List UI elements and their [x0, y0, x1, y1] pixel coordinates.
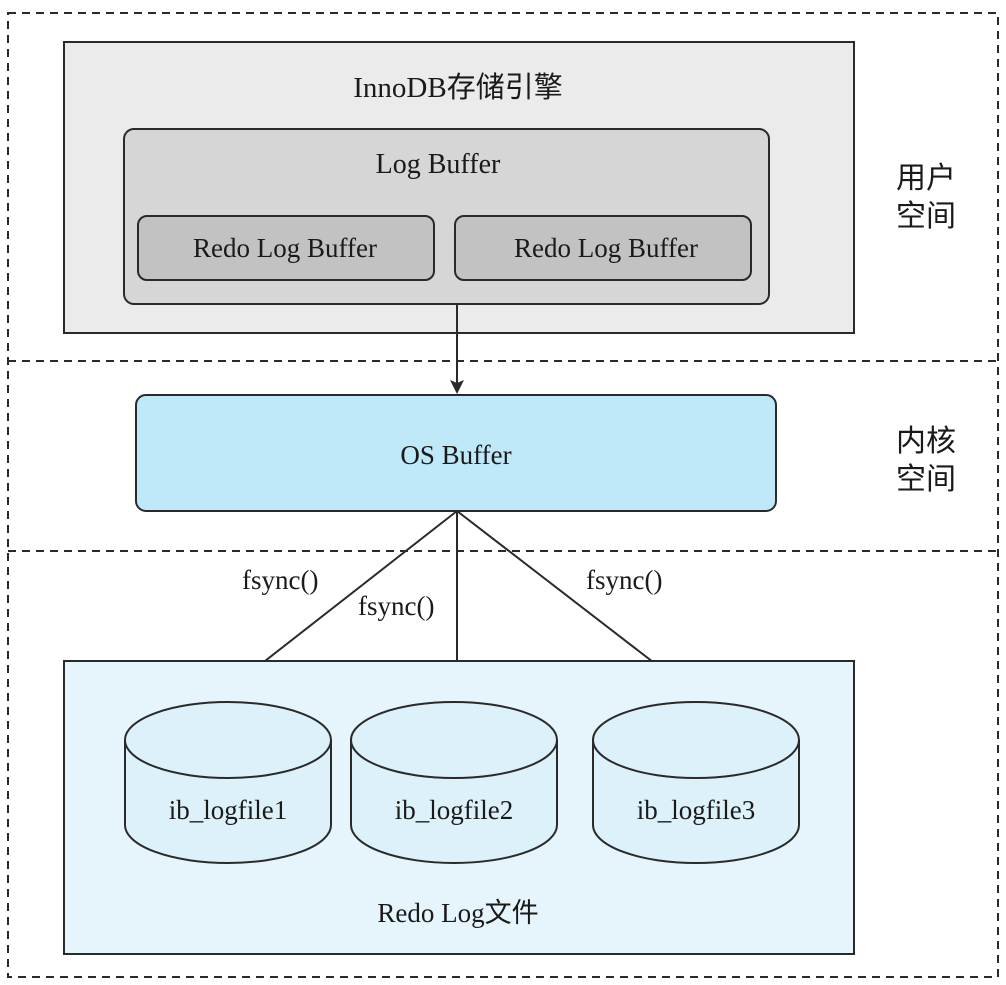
- user-space-label: 用户 空间: [896, 160, 966, 236]
- outer-dashed-frame: [7, 12, 999, 978]
- logfile-cylinder-3: [592, 701, 800, 864]
- logfile-cylinder-1: [124, 701, 332, 864]
- redo-log-buffer-label-1: Redo Log Buffer: [193, 233, 377, 263]
- redo-log-buffer-box-2: [454, 215, 752, 281]
- redo-log-buffer-box-1: [137, 215, 435, 281]
- os-buffer-label: OS Buffer: [400, 440, 512, 470]
- logfile-cylinder-2: [350, 701, 558, 864]
- fsync-label-1: fsync(): [242, 565, 319, 595]
- kernel-space-label-line-2: 空间: [896, 462, 956, 497]
- fsync-arrow-1: [231, 510, 458, 688]
- redo-log-files-title: Redo Log文件: [377, 898, 539, 928]
- fsync-arrow-3: [456, 510, 690, 691]
- user-space-label-line-2: 空间: [896, 199, 956, 234]
- log-buffer-title: Log Buffer: [375, 149, 501, 180]
- kernel-space-label: 内核 空间: [896, 423, 966, 499]
- logfile-label-1: ib_logfile1: [168, 795, 288, 825]
- fsync-label-3: fsync(): [586, 565, 663, 595]
- user-space-label-line-1: 用户: [896, 161, 956, 196]
- redo-log-buffer-label-2: Redo Log Buffer: [514, 233, 698, 263]
- logfile-label-3: ib_logfile3: [636, 795, 756, 825]
- kernel-space-label-line-1: 内核: [896, 424, 956, 459]
- innodb-engine-title: InnoDB存储引擎: [353, 72, 563, 104]
- fsync-label-2: fsync(): [358, 591, 435, 621]
- logfile-label-2: ib_logfile2: [394, 795, 514, 825]
